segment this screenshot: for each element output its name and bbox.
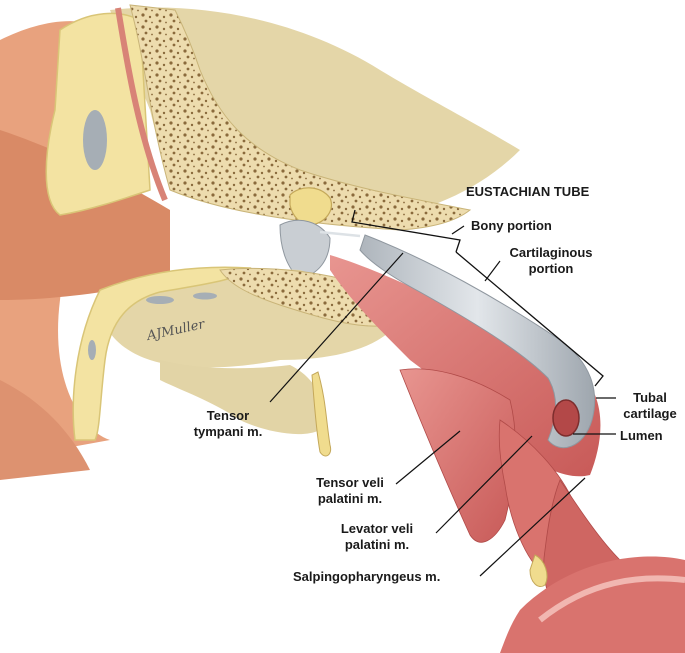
tubal-cartilage-line2: cartilage xyxy=(623,406,677,421)
bony-portion-label: Bony portion xyxy=(471,218,552,233)
ear-canal-skin xyxy=(0,130,170,300)
tensor-tympani-label: Tensor tympani m. xyxy=(183,408,273,440)
tensor-tympani-leader xyxy=(269,252,404,403)
bone-membrane xyxy=(115,7,168,202)
levator-veli-palatini-line1: Levator veli xyxy=(340,521,414,536)
bony-portion-bracket xyxy=(351,209,461,253)
lower-bone-cavity-3 xyxy=(88,340,96,360)
cartilaginous-portion-label: Cartilaginous portion xyxy=(492,245,610,277)
levator-veli-palatini-leader xyxy=(435,435,533,534)
tensor-veli-palatini-muscle xyxy=(399,368,516,543)
tubal-cartilage xyxy=(359,234,596,449)
lower-skin xyxy=(0,380,90,480)
pharynx-base xyxy=(500,556,685,653)
tensor-veli-palatini-line1: Tensor veli xyxy=(316,475,384,490)
tensor-tympani-line2: tympani m. xyxy=(193,424,263,439)
tensor-tympani-line1: Tensor xyxy=(206,408,250,423)
lumen-label: Lumen xyxy=(620,428,663,443)
ossicles xyxy=(289,187,332,226)
levator-veli-palatini-line2: palatini m. xyxy=(344,537,410,552)
salpingopharyngeus-leader xyxy=(479,477,586,577)
tensor-veli-palatini-leader xyxy=(395,430,461,485)
cartilaginous-portion-line2: portion xyxy=(528,261,574,276)
bony-portion-leader xyxy=(451,225,465,235)
cartilaginous-portion-leader xyxy=(484,260,501,282)
tympanic-membrane xyxy=(279,220,331,279)
salpingopharyngeus-label: Salpingopharyngeus m. xyxy=(293,569,441,584)
hamulus-bone xyxy=(529,554,548,587)
tensor-veli-palatini-label: Tensor veli palatini m. xyxy=(300,475,400,507)
styloid-process xyxy=(311,371,332,457)
upper-bone-cavity xyxy=(83,110,107,170)
lower-bone-cavity-1 xyxy=(146,296,174,304)
tubal-cartilage-line1: Tubal xyxy=(633,390,667,405)
tube-muscle-wall xyxy=(330,255,601,477)
cartilaginous-portion-line1: Cartilaginous xyxy=(509,245,593,260)
petrous-bone-porous xyxy=(129,4,472,231)
lower-bone-cavity-2 xyxy=(193,292,217,300)
eustachian-tube-heading: EUSTACHIAN TUBE xyxy=(466,184,590,199)
levator-veli-palatini-label: Levator veli palatini m. xyxy=(322,521,432,553)
mastoid-tissue xyxy=(160,360,324,435)
tubal-cartilage-label: Tubal cartilage xyxy=(617,390,683,422)
tube-lumen xyxy=(552,399,580,437)
lower-bone-cortex xyxy=(72,266,252,441)
ossicle-ligament xyxy=(319,230,361,238)
pharynx-surface xyxy=(538,575,685,623)
tensor-veli-palatini-line2: palatini m. xyxy=(317,491,383,506)
cartilaginous-portion-bracket xyxy=(455,251,604,387)
